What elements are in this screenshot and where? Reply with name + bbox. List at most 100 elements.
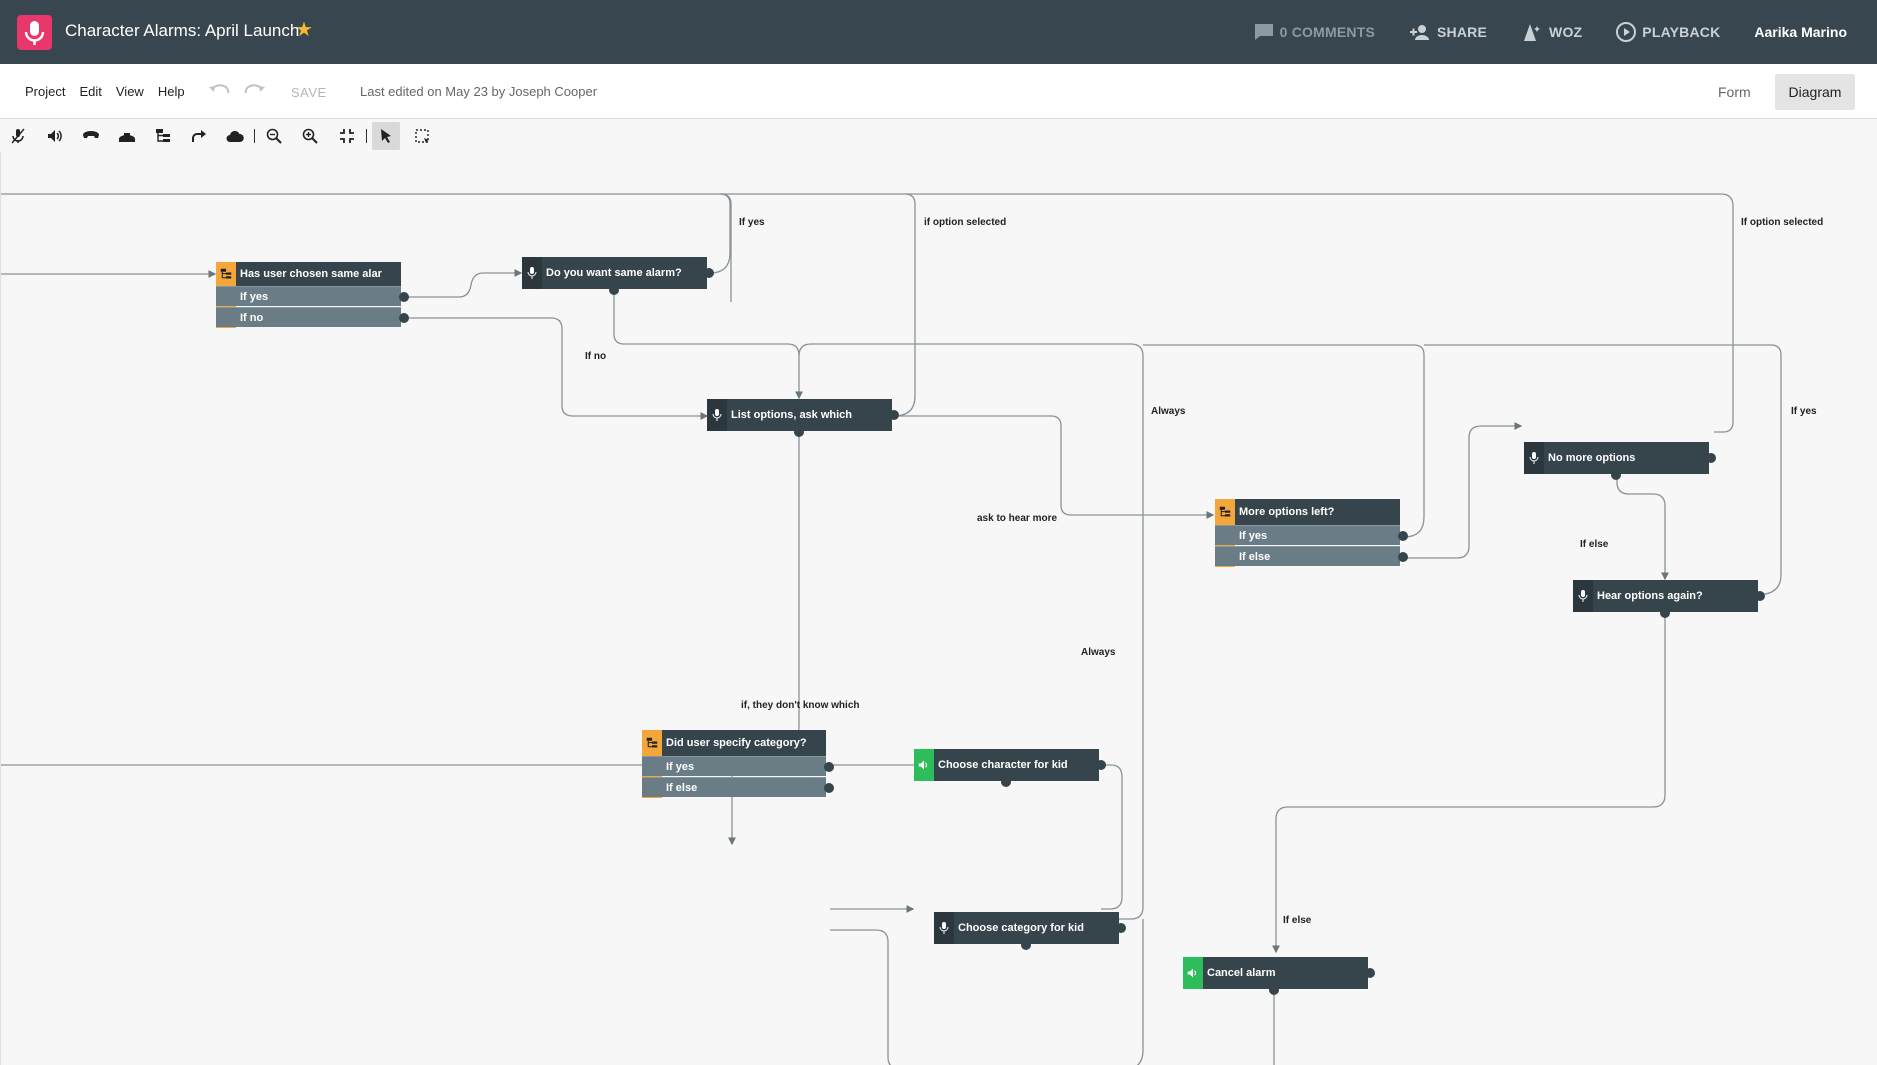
wire xyxy=(1424,344,1782,596)
pointer-icon[interactable] xyxy=(372,122,400,150)
output-port[interactable] xyxy=(1096,760,1106,770)
wire xyxy=(894,415,1215,519)
branch-if-else[interactable]: If else xyxy=(642,777,826,797)
phone-icon[interactable] xyxy=(113,122,141,150)
output-port[interactable] xyxy=(399,292,409,302)
microphone-icon xyxy=(934,912,954,944)
comments-button[interactable]: 0 COMMENTS xyxy=(1254,23,1375,41)
branch-if-yes[interactable]: If yes xyxy=(1215,525,1400,545)
user-menu[interactable]: Aarika Marino xyxy=(1754,24,1847,40)
redirect-arrow-icon[interactable] xyxy=(185,122,213,150)
wire xyxy=(1616,442,1669,581)
speaker-icon[interactable] xyxy=(41,122,69,150)
playback-label: PLAYBACK xyxy=(1642,24,1721,40)
cloud-icon[interactable] xyxy=(221,122,249,150)
microphone-icon xyxy=(522,257,542,289)
tab-form[interactable]: Form xyxy=(1718,84,1751,100)
output-port[interactable] xyxy=(399,313,409,323)
branch-if-else[interactable]: If else xyxy=(1215,546,1400,566)
output-port[interactable] xyxy=(1660,608,1670,618)
comments-label: 0 COMMENTS xyxy=(1279,24,1376,40)
edge-label: Always xyxy=(1081,647,1116,658)
tree-icon xyxy=(216,262,236,286)
phone-hangup-icon[interactable] xyxy=(77,122,105,150)
edge-label: if option selected xyxy=(924,217,1007,228)
output-port[interactable] xyxy=(1755,591,1765,601)
node-title: Did user specify category? xyxy=(666,737,807,749)
diagram-toolbar xyxy=(0,120,1877,152)
marquee-select-icon[interactable] xyxy=(408,122,436,150)
microphone-icon xyxy=(1573,580,1593,612)
menu-view[interactable]: View xyxy=(115,84,144,99)
toolbar-divider xyxy=(366,129,367,143)
mic-off-icon[interactable] xyxy=(4,122,32,150)
zoom-in-icon[interactable] xyxy=(296,122,324,150)
fit-screen-icon[interactable] xyxy=(333,122,361,150)
output-port[interactable] xyxy=(704,268,714,278)
menu-project[interactable]: Project xyxy=(25,84,66,99)
edge-label: If else xyxy=(1580,539,1609,550)
output-port[interactable] xyxy=(1021,940,1031,950)
edge-label: Always xyxy=(1151,406,1186,417)
branch-if-no[interactable]: If no xyxy=(216,307,401,327)
connection-wires xyxy=(1,193,1782,1065)
wire xyxy=(405,269,523,298)
node-title: Has user chosen same alar xyxy=(240,268,382,280)
wizard-icon xyxy=(1524,24,1541,41)
output-port[interactable] xyxy=(1398,531,1408,541)
output-port[interactable] xyxy=(1398,552,1408,562)
add-person-icon xyxy=(1410,25,1430,40)
edge-label: If no xyxy=(585,351,607,362)
save-button[interactable]: SAVE xyxy=(291,85,327,100)
node-title: Hear options again? xyxy=(1597,590,1703,602)
output-port[interactable] xyxy=(794,427,804,437)
menu-edit[interactable]: Edit xyxy=(79,84,102,99)
wire xyxy=(798,343,1144,920)
output-port[interactable] xyxy=(1706,453,1716,463)
diagram-canvas[interactable]: If yes if option selected If option sele… xyxy=(0,152,1877,1065)
menu-help[interactable]: Help xyxy=(157,84,185,99)
app-logo[interactable] xyxy=(17,15,52,50)
microphone-icon xyxy=(1524,442,1544,474)
node-title: List options, ask which xyxy=(731,409,853,421)
node-title: Do you want same alarm? xyxy=(546,267,682,279)
top-bar: Character Alarms: April Launch ★ 0 COMME… xyxy=(0,0,1877,64)
output-port[interactable] xyxy=(824,762,834,772)
edge-label: If yes xyxy=(1791,406,1817,417)
playback-button[interactable]: PLAYBACK xyxy=(1616,22,1720,42)
favorite-star-icon[interactable]: ★ xyxy=(295,19,313,41)
output-port[interactable] xyxy=(1269,985,1279,995)
output-port[interactable] xyxy=(1001,777,1011,787)
output-port[interactable] xyxy=(889,410,899,420)
zoom-out-icon[interactable] xyxy=(260,122,288,150)
node-title: Choose category for kid xyxy=(958,922,1084,934)
wire xyxy=(830,929,892,1065)
output-port[interactable] xyxy=(824,783,834,793)
woz-button[interactable]: WOZ xyxy=(1521,22,1582,42)
wire xyxy=(709,193,731,274)
redo-icon[interactable] xyxy=(244,82,266,96)
toolbar-divider xyxy=(254,129,255,143)
edge-label: If else xyxy=(1283,915,1312,926)
branch-if-yes[interactable]: If yes xyxy=(216,286,401,306)
tree-icon[interactable] xyxy=(149,122,177,150)
edge-label: If yes xyxy=(739,217,765,228)
speaker-icon xyxy=(1183,957,1203,989)
tab-diagram[interactable]: Diagram xyxy=(1775,74,1855,110)
node-title: No more options xyxy=(1548,452,1636,464)
branch-if-yes[interactable]: If yes xyxy=(642,756,826,776)
node-title: More options left? xyxy=(1239,506,1335,518)
output-port[interactable] xyxy=(1365,968,1375,978)
output-port[interactable] xyxy=(609,285,619,295)
microphone-icon xyxy=(24,21,45,45)
edge-label: If option selected xyxy=(1741,217,1824,228)
wire xyxy=(1,764,1123,910)
wire xyxy=(1404,422,1523,559)
speaker-icon xyxy=(914,749,934,781)
undo-icon[interactable] xyxy=(208,82,230,96)
output-port[interactable] xyxy=(1116,923,1126,933)
project-title[interactable]: Character Alarms: April Launch xyxy=(65,21,300,40)
output-port[interactable] xyxy=(1611,470,1621,480)
share-button[interactable]: SHARE xyxy=(1409,24,1487,40)
play-circle-icon xyxy=(1616,22,1637,42)
